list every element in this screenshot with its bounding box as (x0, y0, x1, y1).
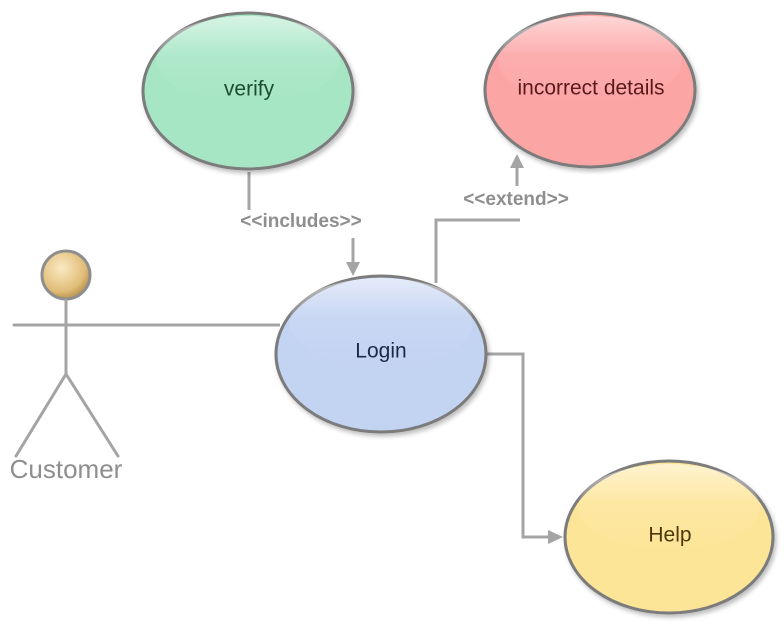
includes-arrowhead (346, 262, 360, 276)
actor-head (40, 249, 92, 301)
verify-gloss (156, 16, 340, 104)
login-gloss (289, 278, 473, 366)
login-help-connector (486, 352, 549, 539)
help-label: Help (648, 524, 691, 547)
actor-name: Customer (10, 454, 123, 484)
extend-arrowhead (510, 154, 524, 168)
extend-connector (434, 218, 520, 283)
extend-stereotype-label: <<extend>> (463, 189, 569, 210)
use-case-help[interactable]: Help (563, 459, 775, 615)
includes-stereotype-label: <<includes>> (240, 211, 361, 232)
actor-customer[interactable]: Customer (10, 249, 123, 484)
help-gloss (578, 464, 760, 550)
incorrect-details-gloss (498, 16, 682, 104)
verify-label: verify (224, 78, 275, 101)
incorrect-details-label: incorrect details (517, 77, 664, 100)
connectors (118, 154, 563, 544)
use-case-incorrect-details[interactable]: incorrect details (483, 11, 697, 169)
use-case-verify[interactable]: verify (141, 11, 355, 171)
use-case-login[interactable]: Login (274, 274, 488, 434)
login-label: Login (355, 340, 406, 363)
actor-right-leg (64, 372, 120, 458)
actor-left-leg (14, 372, 68, 458)
help-arrowhead (548, 530, 563, 544)
